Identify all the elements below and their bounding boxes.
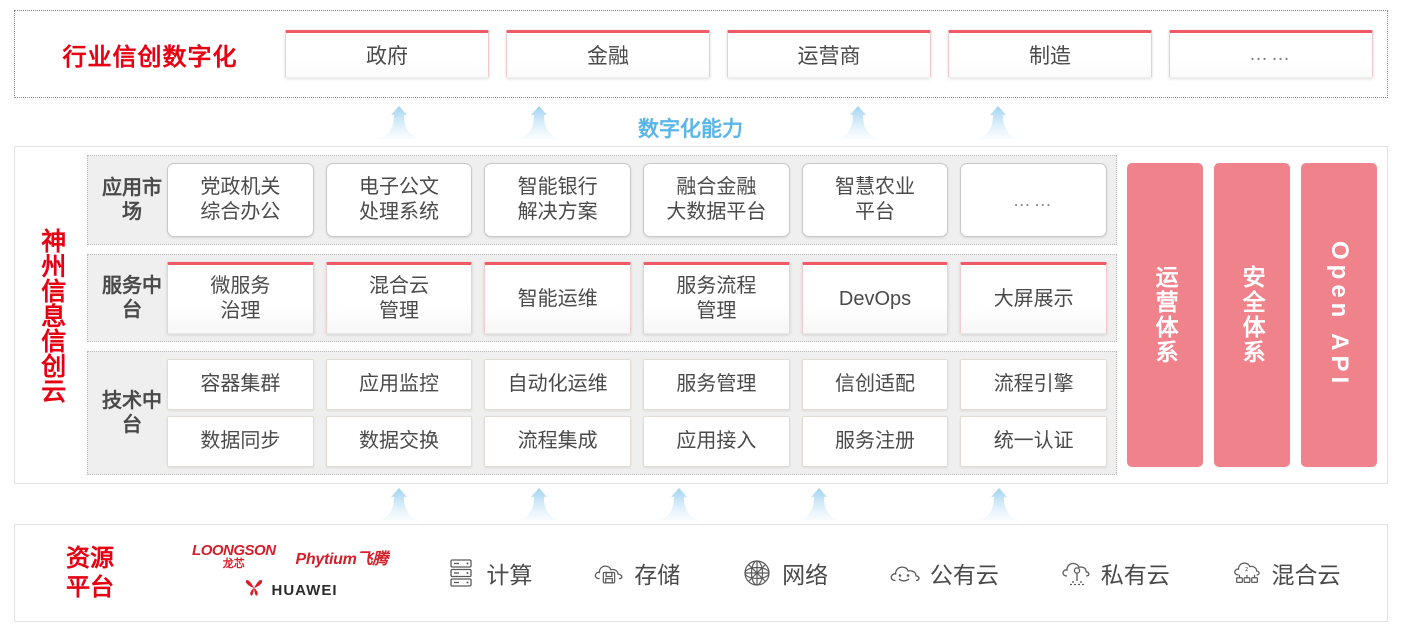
cloud-platform-section: 神州信息信创云 应用市场 党政机关综合办公 电子公文处理系统 智能银行解决方案 …	[14, 146, 1388, 484]
layer-application-market: 应用市场 党政机关综合办公 电子公文处理系统 智能银行解决方案 融合金融大数据平…	[87, 155, 1117, 245]
cell-edoc-system[interactable]: 电子公文处理系统	[325, 163, 473, 237]
resource-arrow-row-bottom	[0, 488, 1402, 522]
cell-intelligent-operations[interactable]: 智能运维	[484, 262, 632, 334]
cell-government-office[interactable]: 党政机关综合办公	[167, 163, 314, 237]
pillar-open-api-label: Open API	[1326, 241, 1353, 389]
technology-platform-cells: 容器集群 应用监控 自动化运维 服务管理 信创适配 流程引擎 数据同步 数据交换…	[167, 359, 1108, 467]
cell-application-monitoring[interactable]: 应用监控	[325, 359, 473, 410]
resource-platform-title: 资源平台	[66, 544, 114, 601]
layer-technology-platform: 技术中台 容器集群 应用监控 自动化运维 服务管理 信创适配 流程引擎 数据同步…	[87, 351, 1117, 475]
resource-arrow-4	[796, 488, 842, 522]
cell-hybrid-cloud-management[interactable]: 混合云管理	[325, 262, 473, 334]
cell-large-screen-display[interactable]: 大屏展示	[960, 262, 1108, 334]
cell-unified-auth[interactable]: 统一认证	[960, 416, 1108, 467]
server-icon	[445, 557, 477, 589]
industry-box-list: 政府 金融 运营商 制造 ……	[285, 30, 1387, 78]
cell-application-more[interactable]: ……	[960, 163, 1108, 237]
vendor-row-top: LOONGSON 龙芯 Phytium飞腾	[192, 543, 388, 570]
huawei-logo: HUAWEI	[243, 578, 338, 603]
industry-box-government[interactable]: 政府	[285, 30, 489, 78]
svg-text:z: z	[1245, 566, 1248, 573]
cloud-platform-body: 应用市场 党政机关综合办公 电子公文处理系统 智能银行解决方案 融合金融大数据平…	[87, 147, 1387, 483]
cloud-layer-stack: 应用市场 党政机关综合办公 电子公文处理系统 智能银行解决方案 融合金融大数据平…	[87, 155, 1117, 475]
pillar-open-api[interactable]: Open API	[1301, 163, 1377, 467]
cell-devops[interactable]: DevOps	[801, 262, 949, 334]
application-market-cells: 党政机关综合办公 电子公文处理系统 智能银行解决方案 融合金融大数据平台 智慧农…	[167, 163, 1108, 237]
cell-service-registry[interactable]: 服务注册	[801, 416, 949, 467]
resource-item-compute-label: 计算	[486, 562, 533, 588]
resource-item-storage-label: 存储	[634, 562, 681, 588]
resource-arrow-5	[976, 488, 1022, 522]
cell-container-cluster[interactable]: 容器集群	[167, 359, 314, 410]
industry-box-manufacturing[interactable]: 制造	[948, 30, 1152, 78]
pillar-group: 运营体系 安全体系 Open API	[1127, 155, 1377, 475]
pillar-security-label: 安全体系	[1239, 265, 1266, 365]
layer-label-application-market: 应用市场	[102, 177, 162, 223]
huawei-flower-icon	[243, 578, 265, 603]
capability-arrow-2	[516, 106, 562, 140]
cell-data-sync[interactable]: 数据同步	[167, 416, 314, 467]
technology-row-1: 容器集群 应用监控 自动化运维 服务管理 信创适配 流程引擎	[167, 359, 1108, 410]
resource-arrow-2	[516, 488, 562, 522]
hybrid-cloud-icon: z	[1231, 557, 1263, 589]
layer-label-service-platform: 服务中台	[102, 275, 162, 321]
industry-band-title: 行业信创数字化	[62, 43, 238, 71]
layer-service-platform: 服务中台 微服务治理 混合云管理 智能运维 服务流程管理 DevOps 大屏展示	[87, 254, 1117, 342]
resource-arrow-3	[656, 488, 702, 522]
pillar-operations-system[interactable]: 运营体系	[1127, 163, 1203, 467]
cell-finance-bigdata-platform[interactable]: 融合金融大数据平台	[643, 163, 790, 237]
pillar-security-system[interactable]: 安全体系	[1214, 163, 1290, 467]
cell-application-access[interactable]: 应用接入	[643, 416, 790, 467]
loongson-logo: LOONGSON 龙芯	[192, 543, 276, 570]
network-mesh-icon	[741, 557, 773, 589]
cell-service-process-management[interactable]: 服务流程管理	[643, 262, 790, 334]
pillar-operations-label: 运营体系	[1152, 265, 1179, 365]
industry-box-operator[interactable]: 运营商	[727, 30, 931, 78]
resource-item-hybrid-cloud[interactable]: z 混合云	[1231, 556, 1341, 590]
resource-item-compute[interactable]: 计算	[445, 556, 532, 590]
resource-platform-section: 资源平台 LOONGSON 龙芯 Phytium飞腾	[14, 524, 1388, 622]
cell-smart-agriculture-platform[interactable]: 智慧农业平台	[801, 163, 949, 237]
industry-box-finance[interactable]: 金融	[506, 30, 710, 78]
cloud-platform-title-text: 神州信息信创云	[37, 227, 66, 403]
loongson-logo-en: LOONGSON	[192, 542, 276, 559]
cell-service-management[interactable]: 服务管理	[643, 359, 790, 410]
resource-item-list: 计算 存储	[415, 556, 1387, 590]
cell-xinchuang-adaptation[interactable]: 信创适配	[801, 359, 949, 410]
cell-automated-ops[interactable]: 自动化运维	[484, 359, 632, 410]
resource-item-network-label: 网络	[782, 562, 829, 588]
vendor-row-bottom: HUAWEI	[243, 578, 338, 603]
loongson-logo-cn: 龙芯	[222, 558, 245, 570]
cell-process-integration[interactable]: 流程集成	[484, 416, 632, 467]
cloud-storage-icon	[593, 557, 625, 589]
service-platform-cells: 微服务治理 混合云管理 智能运维 服务流程管理 DevOps 大屏展示	[167, 262, 1108, 334]
cell-smart-bank-solution[interactable]: 智能银行解决方案	[484, 163, 632, 237]
vendor-logo-group: LOONGSON 龙芯 Phytium飞腾 HUAWEI	[165, 543, 415, 603]
public-cloud-icon	[889, 557, 921, 589]
resource-item-hybrid-cloud-label: 混合云	[1271, 562, 1341, 588]
technology-row-2: 数据同步 数据交换 流程集成 应用接入 服务注册 统一认证	[167, 416, 1108, 467]
cell-data-exchange[interactable]: 数据交换	[325, 416, 473, 467]
industry-band: 行业信创数字化 政府 金融 运营商 制造 ……	[14, 10, 1388, 98]
capability-arrow-row-top	[0, 106, 1402, 140]
private-cloud-icon	[1060, 557, 1092, 589]
layer-label-technology-platform: 技术中台	[102, 390, 162, 436]
capability-label: 数字化能力	[638, 118, 743, 141]
capability-arrow-4	[975, 106, 1021, 140]
huawei-logo-text: HUAWEI	[271, 582, 338, 599]
resource-item-network[interactable]: 网络	[741, 556, 828, 590]
resource-item-public-cloud-label: 公有云	[929, 562, 999, 588]
phytium-logo: Phytium飞腾	[295, 550, 389, 568]
resource-item-storage[interactable]: 存储	[593, 556, 680, 590]
capability-arrow-1	[376, 106, 422, 140]
resource-item-private-cloud[interactable]: 私有云	[1060, 556, 1170, 590]
cell-process-engine[interactable]: 流程引擎	[960, 359, 1108, 410]
resource-item-public-cloud[interactable]: 公有云	[889, 556, 999, 590]
industry-box-more[interactable]: ……	[1169, 30, 1373, 78]
cloud-platform-title: 神州信息信创云	[15, 147, 87, 483]
resource-arrow-1	[376, 488, 422, 522]
cell-microservice-governance[interactable]: 微服务治理	[167, 262, 314, 334]
capability-arrow-3	[835, 106, 881, 140]
resource-item-private-cloud-label: 私有云	[1100, 562, 1170, 588]
